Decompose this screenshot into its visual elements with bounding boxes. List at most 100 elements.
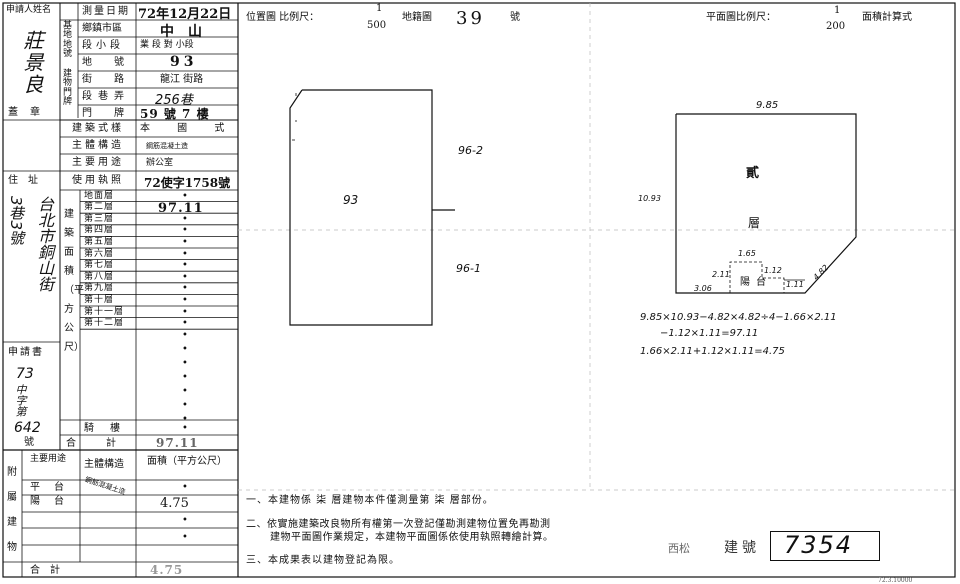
floor-area: • <box>182 260 188 272</box>
annex-total-value: 4.75 <box>150 563 184 577</box>
license-label: 使用執照 <box>72 175 124 186</box>
parcel-96-2: 96-2 <box>458 144 483 157</box>
dim-211: 2.11 <box>712 270 730 279</box>
arcade-value: • <box>182 423 188 434</box>
number-label: 門牌 <box>82 108 146 119</box>
balcony-label: 陽台 <box>740 277 772 288</box>
annex-area-label: 面積（平方公尺） <box>147 456 227 467</box>
address-value: 台北市銅山街 <box>35 196 54 292</box>
district-label: 鄉鎮市區 <box>82 23 122 34</box>
floor-plan-scale-den: 200 <box>826 21 846 32</box>
style-value: 本 國 式 <box>140 123 237 134</box>
annex-use-label: 主要用途 <box>30 454 67 464</box>
floor-name: 第五層 <box>84 236 115 247</box>
street-value: 龍江 街路 <box>160 74 204 85</box>
applicant-name-value: 莊景良 <box>20 30 44 96</box>
cadastral-unit: 號 <box>510 12 520 23</box>
cadastral-number: 39 <box>456 8 485 29</box>
annex-row-area: • <box>182 482 188 493</box>
parcel-96-1: 96-1 <box>456 262 481 275</box>
structure-label: 主體構造 <box>72 140 124 151</box>
survey-date-value: 72年12月22日 <box>138 7 232 22</box>
floor-name: 第二層 <box>84 202 115 213</box>
floor-area: • <box>182 236 188 248</box>
style-label: 建築式樣 <box>72 123 124 134</box>
location-scale-num: 1 <box>376 3 383 14</box>
floor-area: • <box>182 318 188 330</box>
note-2b: 建物平面圖作業規定，本建物平面圖係依使用執照轉繪計算。 <box>270 532 554 543</box>
floor-area: • <box>182 213 188 225</box>
floor-name: 第七層 <box>84 260 115 271</box>
corner-code: 72.3.10000 <box>878 577 913 584</box>
section-label: 段小段 <box>82 40 124 51</box>
survey-date-label: 測量日期 <box>82 6 130 17</box>
application-value-1: 73 <box>16 366 34 382</box>
floor-name: 第三層 <box>84 213 115 224</box>
structure-value: 鋼筋混凝土造 <box>146 142 188 150</box>
dim-top: 9.85 <box>756 100 779 111</box>
floor-name: 第六層 <box>84 248 115 259</box>
floor-area: • <box>182 248 188 260</box>
seal-label: 蓋章 <box>8 107 52 118</box>
calc-line-1: 9.85×10.93−4.82×4.82÷4−1.66×2.11 <box>640 312 837 323</box>
floor-area: • <box>182 306 188 318</box>
section-value: 業 段 對 小段 <box>140 40 194 50</box>
dim-left: 10.93 <box>638 194 661 203</box>
building-number-prefix: 西松 <box>668 542 690 555</box>
empty-row-dot: • <box>182 372 188 384</box>
floor-area: • <box>182 294 188 306</box>
floor-area: • <box>182 225 188 237</box>
empty-row-dot: • <box>182 400 188 412</box>
floor-name: 第十層 <box>84 294 115 305</box>
annex-empty-dot: • <box>182 515 188 526</box>
floor-plan-scale-num: 1 <box>834 5 841 16</box>
applicant-name-label: 申請人姓名 <box>6 5 52 15</box>
number-value: 59 號 7 樓 <box>140 107 210 121</box>
dim-111: 1.11 <box>786 280 804 289</box>
annex-row-area: 4.75 <box>160 496 189 511</box>
location-scale-den: 500 <box>367 20 387 31</box>
empty-row-dot: • <box>182 358 188 370</box>
address-label: 住址 <box>8 175 48 186</box>
dim-165: 1.65 <box>738 249 756 258</box>
lane-value: 256巷 <box>155 93 193 108</box>
dim-306: 3.06 <box>694 284 712 293</box>
floor-name: 地面層 <box>84 190 115 201</box>
floor-plan-scale-label: 平面圖比例尺： <box>706 12 776 23</box>
floor-name: 第十二層 <box>84 318 125 329</box>
parcel-93: 93 <box>343 193 359 207</box>
floor-area: • <box>182 190 188 202</box>
annex-total-label: 合計 <box>30 565 70 576</box>
floor-name: 第四層 <box>84 225 115 236</box>
annex-row-use: 陽台 <box>30 496 78 507</box>
application-value-4: 號 <box>24 437 34 448</box>
lot-value: 93 <box>170 54 198 70</box>
use-value: 辦公室 <box>146 158 174 168</box>
floor-area: • <box>182 283 188 295</box>
annex-structure-label: 主體構造 <box>84 459 124 470</box>
floor-name: 第九層 <box>84 283 115 294</box>
building-number-label: 建號 <box>724 540 760 556</box>
cadastral-label: 地籍圖 <box>402 12 432 23</box>
empty-row-dot: • <box>182 386 188 398</box>
building-number-value: 7354 <box>784 531 854 559</box>
annex-empty-dot: • <box>182 532 188 543</box>
address-number: 3巷3號 <box>7 196 25 246</box>
calc-line-3: 1.66×2.11+1.12×1.11=4.75 <box>640 346 785 357</box>
lot-label: 地號 <box>82 57 146 68</box>
area-section-label: 建築面積（平方公尺） <box>64 209 84 353</box>
arcade-label: 騎樓 <box>84 423 136 434</box>
empty-row-dot: • <box>182 330 188 342</box>
location-scale-label: 位置圖 比例尺： <box>246 12 320 23</box>
total-label: 合計 <box>66 438 146 449</box>
empty-row-dot: • <box>182 414 188 426</box>
use-label: 主要用途 <box>72 157 124 168</box>
street-label: 街路 <box>82 74 146 85</box>
annex-row-use: 平台 <box>30 482 78 493</box>
plan-label-mid: 層 <box>748 216 761 230</box>
annex-section-label: 附屬建物 <box>7 467 17 553</box>
building-number-box <box>770 531 880 561</box>
